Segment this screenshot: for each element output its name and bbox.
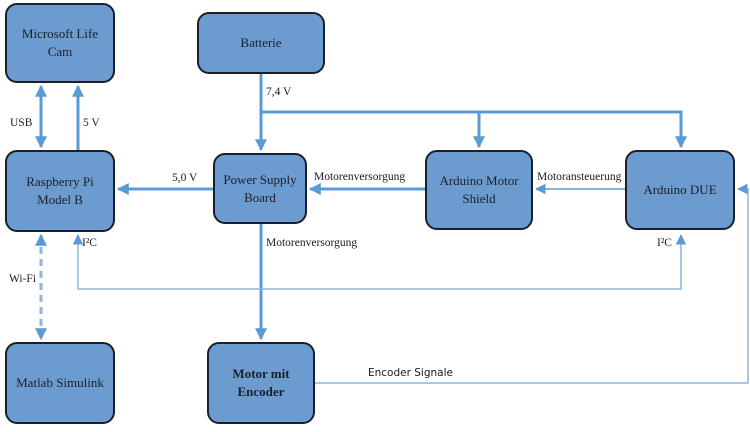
label-motorenversorgung-shield: Motorenversorgung: [314, 171, 406, 183]
label-motoransteuerung: Motoransteuerung: [537, 171, 622, 183]
i2c-bus-line: [72, 233, 687, 290]
node-arduino-due: Arduino DUE: [625, 150, 735, 230]
encoder-signal-line: [315, 183, 749, 384]
battery-bus-line: [261, 110, 687, 149]
node-arduino-motor-shield: Arduino Motor Shield: [425, 150, 533, 230]
label-encoder-signale: Encoder Signale: [368, 367, 453, 379]
label-wifi: Wi-Fi: [9, 273, 37, 285]
node-power-supply-board: Power Supply Board: [213, 153, 307, 224]
label-7-4v: 7,4 V: [266, 86, 292, 98]
label-motorenversorgung-motor: Motorenversorgung: [266, 237, 358, 249]
label-5v: 5 V: [83, 117, 100, 129]
node-raspberry-pi: Raspberry Pi Model B: [5, 150, 115, 232]
label-usb: USB: [10, 117, 33, 129]
node-motor-mit-encoder: Motor mit Encoder: [207, 342, 315, 424]
node-matlab-simulink: Matlab Simulink: [5, 342, 115, 424]
label-5-0v: 5,0 V: [172, 172, 198, 184]
node-batterie: Batterie: [197, 12, 325, 74]
node-microsoft-life-cam: Microsoft Life Cam: [5, 3, 115, 83]
label-i2c-pi: I²C: [82, 237, 97, 249]
label-i2c-due: I²C: [657, 237, 672, 249]
